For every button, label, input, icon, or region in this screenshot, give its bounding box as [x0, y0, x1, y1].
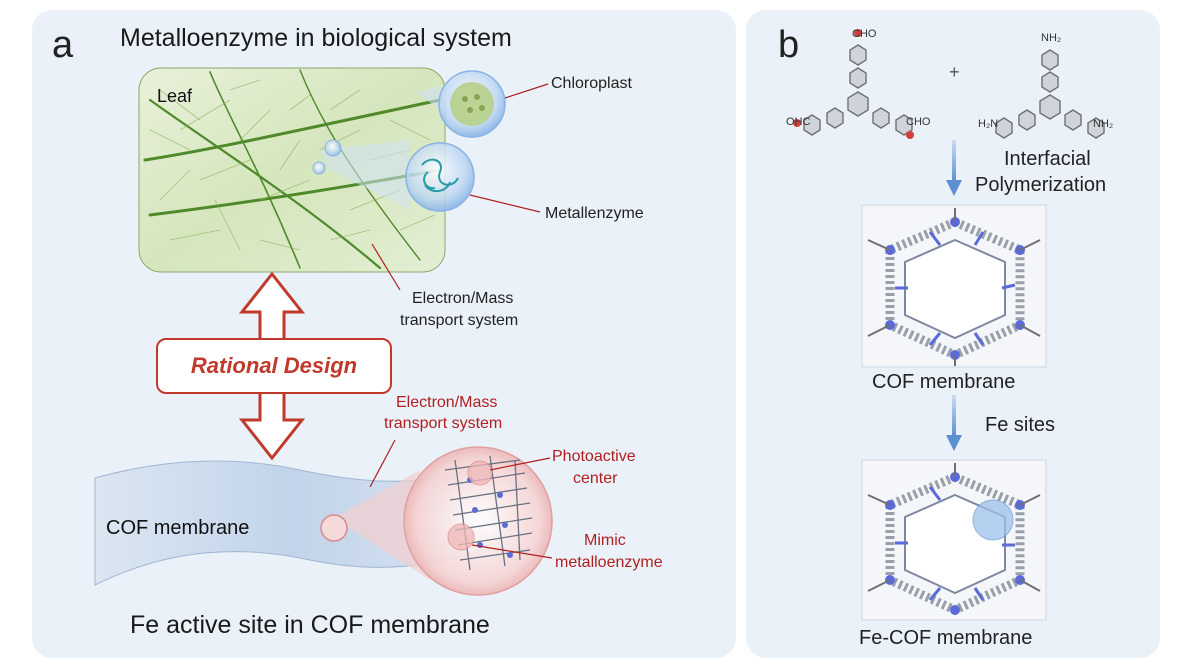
photoactive-line2: center: [573, 470, 618, 487]
nh2-left-label: H₂N: [978, 118, 999, 130]
mimic-metalloenzyme-marker: [447, 523, 475, 551]
transport-bottom-callout-line: [369, 439, 396, 488]
panel-a-label: a: [52, 24, 74, 66]
nh2-right-label: NH₂: [1093, 118, 1114, 130]
arrow-fe-sites: [946, 395, 962, 451]
title-fe-active-site: Fe active site in COF membrane: [130, 611, 490, 639]
interfacial-label: Interfacial: [1004, 148, 1091, 170]
chloroplast-icon: [450, 82, 494, 126]
leaf-image: [138, 67, 446, 273]
leaf-label: Leaf: [157, 86, 193, 106]
small-bubble-2: [312, 161, 326, 175]
fe-cof-membrane-label: Fe-COF membrane: [859, 627, 1033, 649]
mimic-line2: metalloenzyme: [555, 554, 663, 571]
photoactive-center-marker: [467, 460, 493, 486]
transport-top-line2: transport system: [400, 312, 519, 329]
transport-top-callout-line: [371, 243, 401, 291]
panel-b-label: b: [778, 24, 800, 66]
o-atom-top: [854, 29, 862, 37]
rational-design-box: Rational Design: [156, 338, 392, 394]
o-atom-left: [793, 119, 801, 127]
plus-sign: +: [949, 62, 960, 82]
zoom-cone: [334, 470, 430, 580]
cof-membrane-label-a: COF membrane: [106, 517, 250, 539]
polymerization-label: Polymerization: [975, 174, 1107, 196]
enzyme-ribbon-icon: [421, 158, 459, 193]
chloroplast-callout-line: [504, 83, 549, 99]
zoom-origin-circle: [320, 514, 348, 542]
metallenzyme-callout-line: [469, 194, 541, 213]
chloroplast-label: Chloroplast: [551, 75, 632, 92]
mimic-callout-line: [471, 544, 553, 559]
transport-bottom-line2: transport system: [384, 415, 503, 432]
cof-zoom-bubble: [403, 446, 553, 596]
transport-top-line1: Electron/Mass: [412, 290, 514, 307]
title-metalloenzyme: Metalloenzyme in biological system: [120, 24, 512, 52]
metallenzyme-label: Metallenzyme: [545, 205, 644, 222]
cho-top-label: CHO: [852, 28, 877, 40]
nh2-top-label: NH₂: [1041, 32, 1062, 44]
mimic-line1: Mimic: [584, 532, 626, 549]
transport-bottom-line1: Electron/Mass: [396, 394, 498, 411]
cho-right-label: CHO: [906, 116, 931, 128]
cof-pore-structure: [861, 204, 1047, 368]
photoactive-callout-line: [489, 457, 551, 471]
fe-cof-pore-structure: [861, 459, 1047, 621]
metallenzyme-cone: [320, 140, 410, 210]
cof-membrane-label-b: COF membrane: [872, 371, 1016, 393]
photoactive-line1: Photoactive: [552, 448, 636, 465]
arrow-interfacial-polymerization: [946, 140, 962, 196]
fe-sites-label: Fe sites: [985, 414, 1056, 436]
triamine-molecule: [995, 49, 1105, 139]
trialdehyde-molecule: [803, 44, 913, 136]
small-bubble-1: [324, 139, 342, 157]
o-atom-right: [906, 131, 914, 139]
cho-left-label: OHC: [786, 116, 811, 128]
